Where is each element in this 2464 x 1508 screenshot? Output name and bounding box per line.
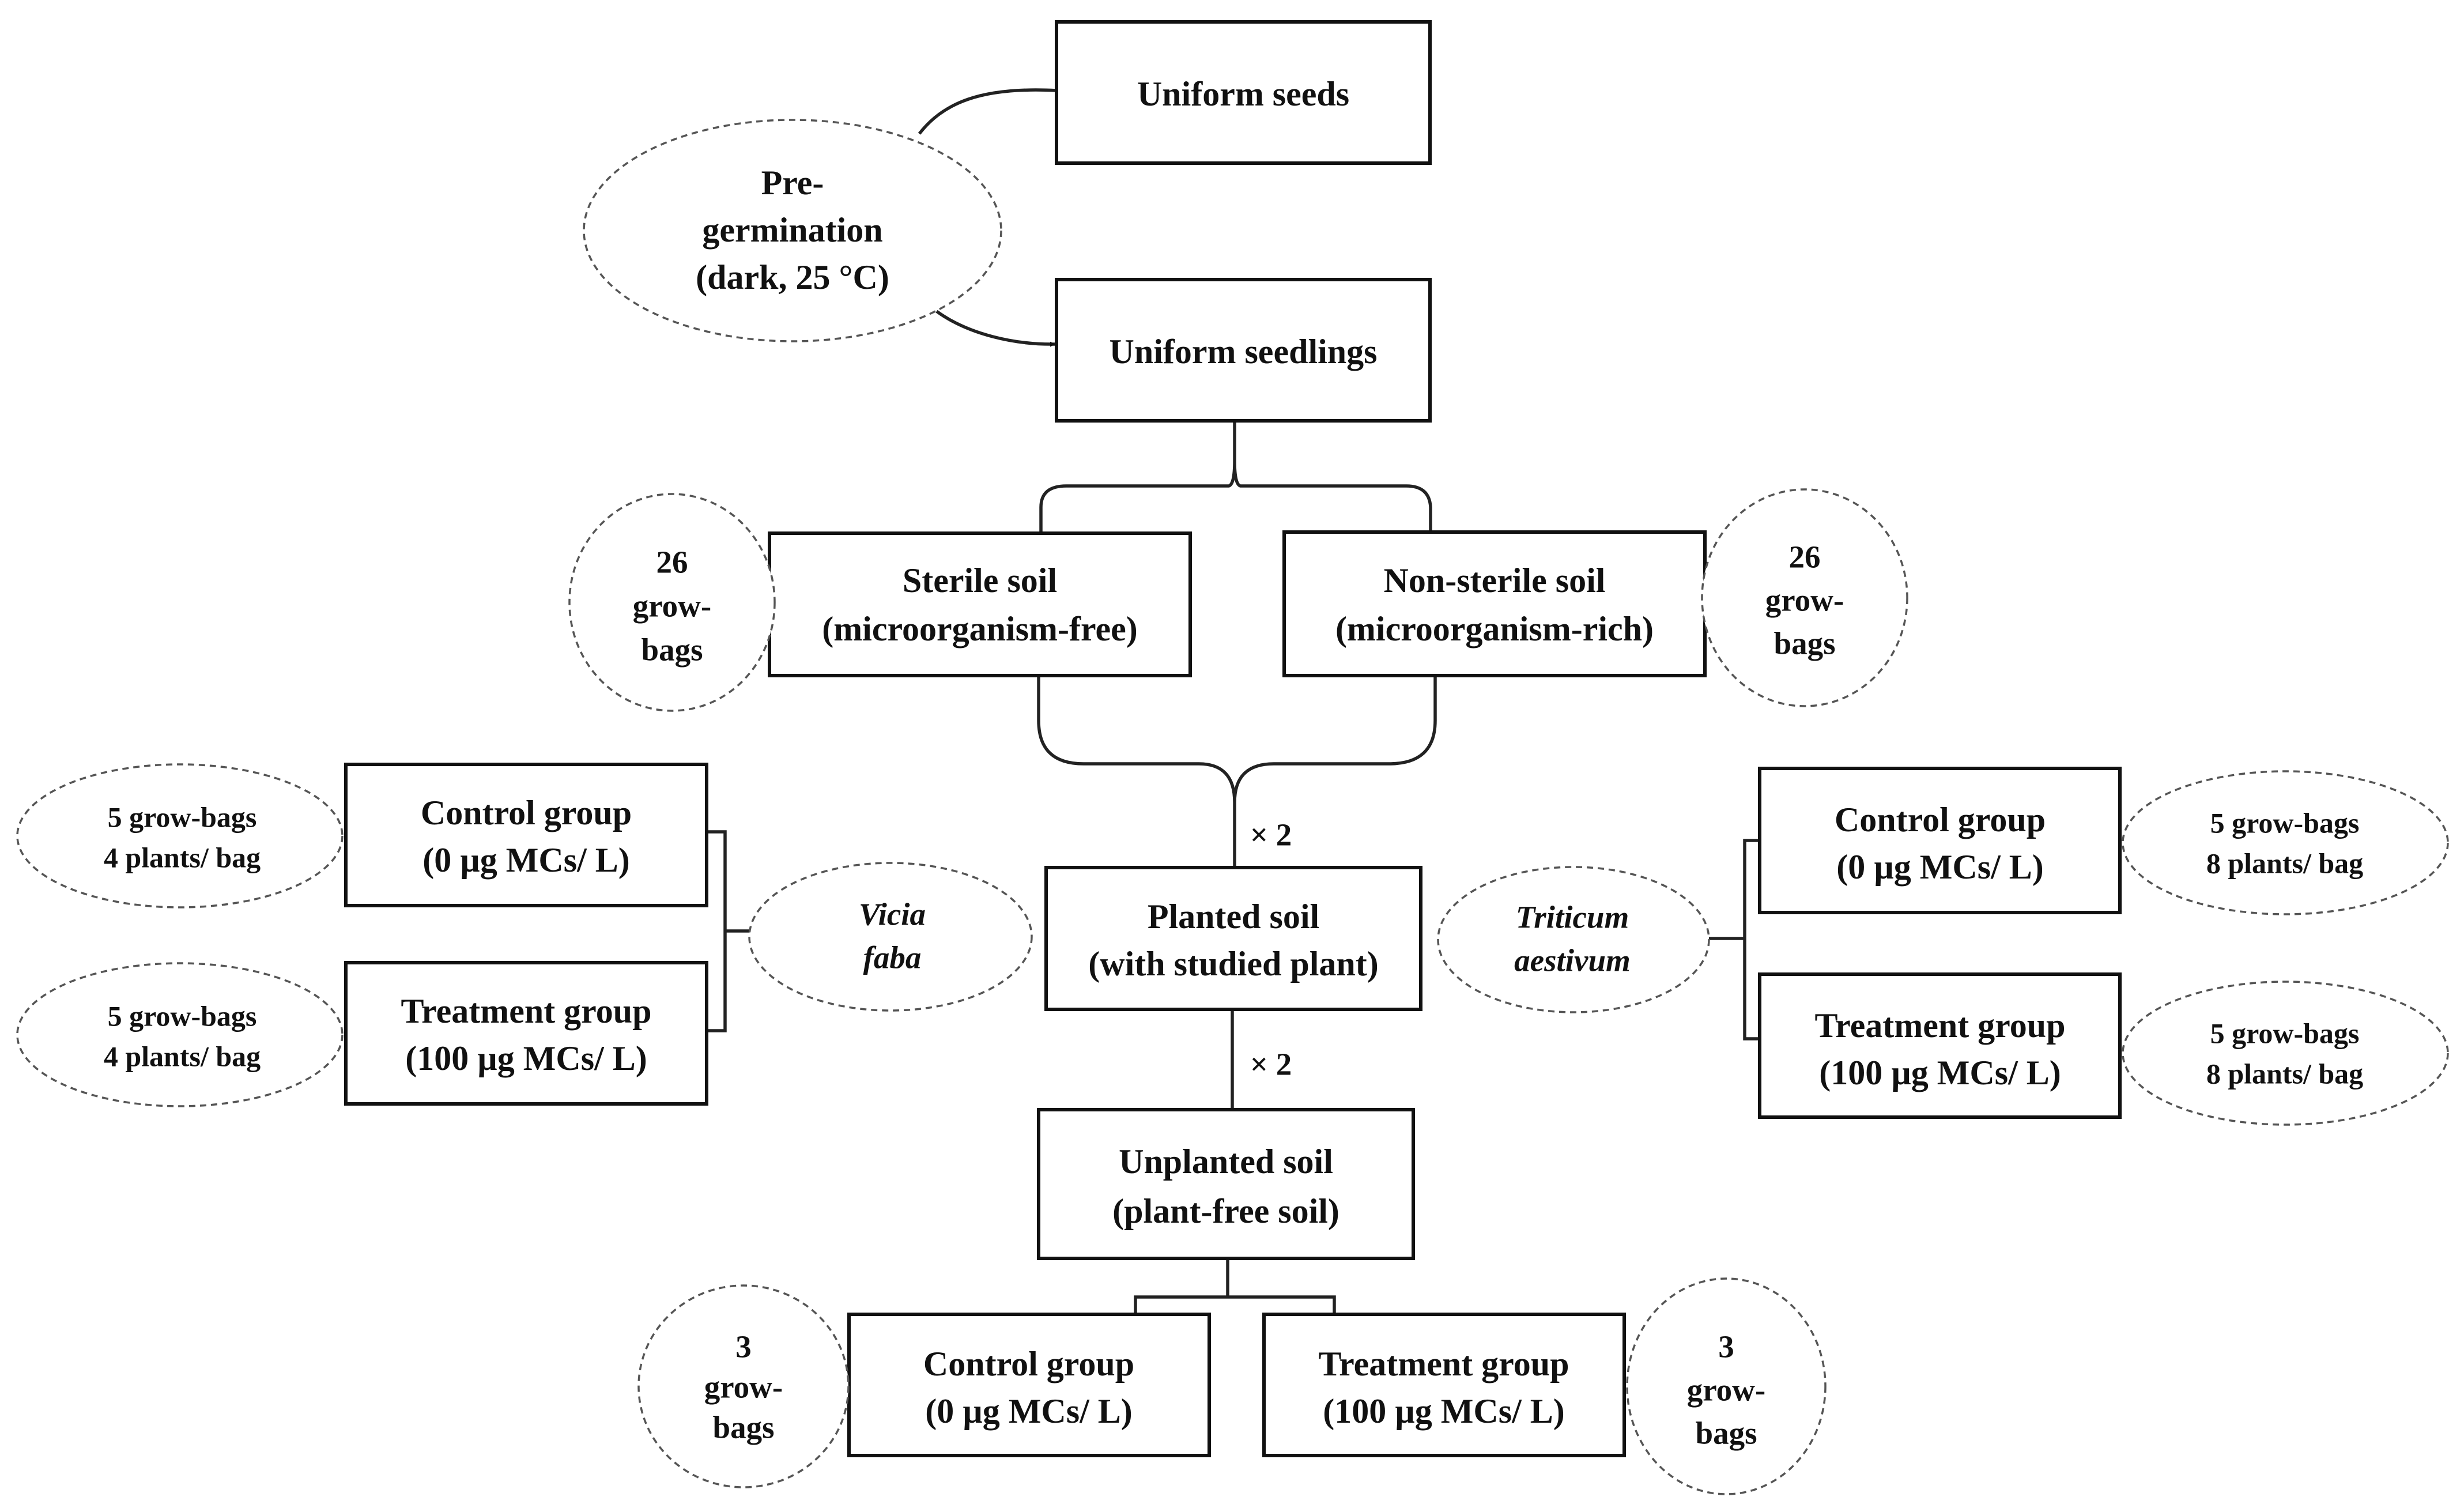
triticum-treatment-box: Treatment group (100 µg MCs/ L): [1758, 972, 2122, 1119]
connectors: [707, 88, 1760, 1314]
unplanted-treatment-box: Treatment group (100 µg MCs/ L): [1262, 1313, 1626, 1457]
uniform-seeds-box: Uniform seeds: [1055, 20, 1432, 165]
unplanted-treatment-bags-count: 3: [1718, 1329, 1734, 1364]
vicia-species: faba: [863, 940, 922, 975]
sterile-bags-line-3: bags: [642, 632, 703, 667]
sterile-soil-title: Sterile soil: [903, 561, 1057, 600]
planted-soil-subtitle: (with studied plant): [1088, 945, 1378, 983]
unplanted-control-bags-ellipse: 3 grow- bags: [637, 1284, 850, 1488]
vicia-treatment-bags-ellipse: 5 grow-bags 4 plants/ bag: [16, 962, 344, 1107]
uniform-seeds-label: Uniform seeds: [1137, 75, 1349, 113]
vicia-control-bags-ellipse: 5 grow-bags 4 plants/ bag: [16, 763, 344, 908]
unplanted-control-bags-count: 3: [735, 1329, 752, 1364]
triticum-control-bags-count: 5 grow-bags: [2210, 807, 2360, 839]
pregermination-line-2: germination: [702, 211, 882, 249]
vicia-control-box: Control group (0 µg MCs/ L): [344, 763, 708, 907]
triticum-treatment-bags-count: 5 grow-bags: [2210, 1017, 2360, 1050]
vicia-treatment-bags-count: 5 grow-bags: [108, 1000, 257, 1032]
triticum-control-plants-per-bag: 8 plants/ bag: [2206, 847, 2363, 880]
nonsterile-soil-box: Non-sterile soil (microorganism-rich): [1282, 530, 1707, 677]
unplanted-control-box: Control group (0 µg MCs/ L): [847, 1313, 1211, 1457]
unplanted-control-dose: (0 µg MCs/ L): [925, 1392, 1133, 1430]
unplanted-treatment-bags-line-2: grow-: [1687, 1372, 1765, 1407]
unplanted-control-bags-line-2: grow-: [704, 1369, 783, 1404]
unplanted-treatment-bags-line-3: bags: [1696, 1415, 1757, 1450]
planted-soil-box: Planted soil (with studied plant): [1044, 866, 1422, 1011]
unplanted-control-bags-line-3: bags: [713, 1409, 775, 1445]
unplanted-groups-bracket: [1134, 1258, 1336, 1314]
unplanted-soil-title: Unplanted soil: [1119, 1143, 1333, 1181]
sterile-bags-ellipse: 26 grow- bags: [568, 493, 776, 712]
triticum-aestivum-ellipse: Triticum aestivum: [1437, 866, 1710, 1013]
unplanted-control-title: Control group: [923, 1345, 1134, 1383]
triticum-species: aestivum: [1514, 942, 1631, 978]
seeds-connector: [918, 88, 1057, 135]
pregermination-line-3: (dark, 25 °C): [696, 258, 889, 296]
multiplier-top-label: × 2: [1250, 817, 1292, 852]
unplanted-treatment-title: Treatment group: [1319, 1345, 1569, 1383]
uniform-seedlings-label: Uniform seedlings: [1110, 333, 1378, 371]
seedlings-bracket: [1039, 421, 1432, 533]
uniform-seedlings-box: Uniform seedlings: [1055, 278, 1432, 423]
sterile-soil-subtitle: (microorganism-free): [822, 610, 1138, 648]
unplanted-treatment-bags-ellipse: 3 grow- bags: [1626, 1277, 1827, 1495]
vicia-faba-ellipse: Vicia faba: [748, 862, 1033, 1012]
triticum-groups-bracket: [1709, 839, 1760, 1040]
vicia-control-dose: (0 µg MCs/ L): [422, 841, 630, 879]
nonsterile-bags-count: 26: [1789, 539, 1821, 574]
unplanted-soil-box: Unplanted soil (plant-free soil): [1037, 1108, 1415, 1260]
vicia-control-bags-count: 5 grow-bags: [108, 801, 257, 834]
seedlings-arrow: [935, 310, 1055, 347]
nonsterile-soil-subtitle: (microorganism-rich): [1335, 610, 1654, 648]
nonsterile-bags-line-3: bags: [1774, 625, 1836, 661]
triticum-treatment-dose: (100 µg MCs/ L): [1819, 1054, 2061, 1092]
vicia-treatment-plants-per-bag: 4 plants/ bag: [104, 1040, 261, 1073]
sterile-soil-box: Sterile soil (microorganism-free): [768, 531, 1192, 677]
sterile-bags-count: 26: [656, 544, 688, 579]
unplanted-treatment-dose: (100 µg MCs/ L): [1323, 1392, 1565, 1430]
multiplier-bottom-label: × 2: [1250, 1046, 1292, 1081]
unplanted-soil-subtitle: (plant-free soil): [1112, 1192, 1339, 1230]
pregermination-ellipse: Pre- germination (dark, 25 °C): [583, 119, 1002, 342]
triticum-treatment-bags-ellipse: 5 grow-bags 8 plants/ bag: [2122, 981, 2449, 1126]
triticum-control-dose: (0 µg MCs/ L): [1836, 848, 2044, 886]
triticum-genus: Triticum: [1516, 899, 1629, 934]
nonsterile-bags-ellipse: 26 grow- bags: [1701, 488, 1908, 707]
triticum-control-bags-ellipse: 5 grow-bags 8 plants/ bag: [2122, 770, 2449, 915]
nonsterile-bags-line-2: grow-: [1765, 582, 1844, 617]
soils-merge-bracket: [1037, 676, 1437, 868]
vicia-genus: Vicia: [859, 896, 926, 932]
vicia-treatment-dose: (100 µg MCs/ L): [405, 1039, 647, 1077]
vicia-control-plants-per-bag: 4 plants/ bag: [104, 842, 261, 874]
triticum-treatment-plants-per-bag: 8 plants/ bag: [2206, 1058, 2363, 1090]
triticum-control-title: Control group: [1835, 801, 2046, 839]
triticum-control-box: Control group (0 µg MCs/ L): [1758, 767, 2122, 914]
triticum-treatment-title: Treatment group: [1815, 1006, 2066, 1045]
sterile-bags-line-2: grow-: [633, 588, 711, 623]
vicia-treatment-box: Treatment group (100 µg MCs/ L): [344, 961, 708, 1106]
planted-soil-title: Planted soil: [1148, 898, 1319, 936]
pregermination-line-1: Pre-: [761, 164, 824, 202]
vicia-treatment-title: Treatment group: [401, 992, 652, 1030]
nonsterile-soil-title: Non-sterile soil: [1384, 561, 1606, 600]
vicia-control-title: Control group: [421, 794, 632, 832]
